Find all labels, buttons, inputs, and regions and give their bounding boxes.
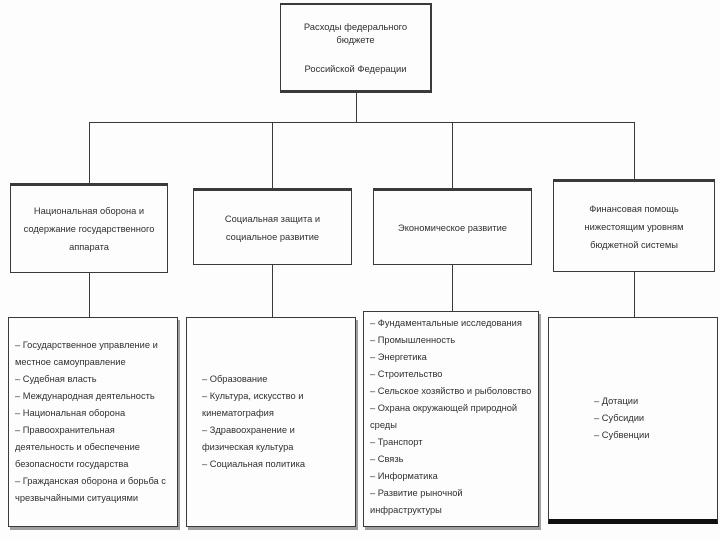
list-item: – Информатика bbox=[370, 471, 438, 481]
list-box-financial-aid: – Дотации – Субсидии – Субвенции bbox=[548, 317, 718, 524]
list-item: – Национальная оборона bbox=[15, 408, 126, 418]
branch-box-social: Социальная защита и социальное развитие bbox=[193, 188, 352, 265]
list-item: – Субвенции bbox=[594, 430, 650, 440]
list-item: – Энергетика bbox=[370, 352, 427, 362]
connector-stem-economic-list bbox=[452, 265, 453, 311]
list-box-economic: – Фундаментальные исследования – Промышле… bbox=[363, 311, 539, 527]
connector-stem-social-list bbox=[272, 265, 273, 317]
list-item: – Развитие рыночной инфраструктуры bbox=[370, 488, 463, 515]
list-item: – Дотации bbox=[594, 396, 639, 406]
branch-box-defense: Национальная оборона и содержание госуда… bbox=[10, 183, 168, 273]
list-item: – Транспорт bbox=[370, 437, 423, 447]
list-box-defense: – Государственное управление и местное с… bbox=[8, 317, 178, 527]
connector-drop-defense bbox=[89, 122, 90, 183]
branch-title: Национальная оборона и содержание госуда… bbox=[23, 206, 155, 252]
list-item: – Строительство bbox=[370, 369, 443, 379]
connector-stem-financial-list bbox=[634, 272, 635, 317]
list-item: – Промышленность bbox=[370, 335, 456, 345]
list-item: – Образование bbox=[202, 374, 268, 384]
list-item: – Культура, искусство и кинематография bbox=[202, 391, 304, 418]
connector-drop-economic bbox=[452, 122, 453, 188]
list-item: – Международная деятельность bbox=[15, 391, 155, 401]
list-item: – Сельское хозяйство и рыболовство bbox=[370, 386, 532, 396]
branch-title: Экономическое развитие bbox=[398, 222, 507, 233]
connector-stem-defense-list bbox=[89, 273, 90, 317]
connector-drop-financial bbox=[634, 122, 635, 179]
list-item: – Социальная политика bbox=[202, 459, 306, 469]
branch-box-financial-aid: Финансовая помощь нижестоящим уровням бю… bbox=[553, 179, 715, 272]
root-box: Расходы федерального бюджете Российской … bbox=[280, 3, 432, 93]
branch-box-economic: Экономическое развитие bbox=[373, 188, 532, 265]
root-box-line2: Российской Федерации bbox=[304, 63, 407, 74]
list-item: – Субсидии bbox=[594, 413, 645, 423]
list-item: – Здравоохранение и физическая культура bbox=[202, 425, 295, 452]
branch-title: Финансовая помощь нижестоящим уровням бю… bbox=[584, 203, 684, 250]
list-item: – Правоохранительная деятельность и обес… bbox=[15, 425, 140, 469]
list-item: – Охрана окружающей природной среды bbox=[370, 403, 518, 430]
connector-drop-social bbox=[272, 122, 273, 188]
list-item: – Связь bbox=[370, 454, 404, 464]
root-box-line1: Расходы федерального бюджете bbox=[303, 21, 408, 45]
list-item: – Государственное управление и местное с… bbox=[15, 340, 158, 367]
connector-horizontal-bus bbox=[89, 122, 635, 123]
list-item: – Гражданская оборона и борьба с чрезвыч… bbox=[15, 476, 166, 503]
list-item: – Судебная власть bbox=[15, 374, 97, 384]
list-item: – Фундаментальные исследования bbox=[370, 318, 522, 328]
list-box-social: – Образование – Культура, искусство и кин… bbox=[186, 317, 356, 527]
branch-title: Социальная защита и социальное развитие bbox=[224, 213, 321, 242]
connector-root-stem bbox=[356, 93, 357, 123]
